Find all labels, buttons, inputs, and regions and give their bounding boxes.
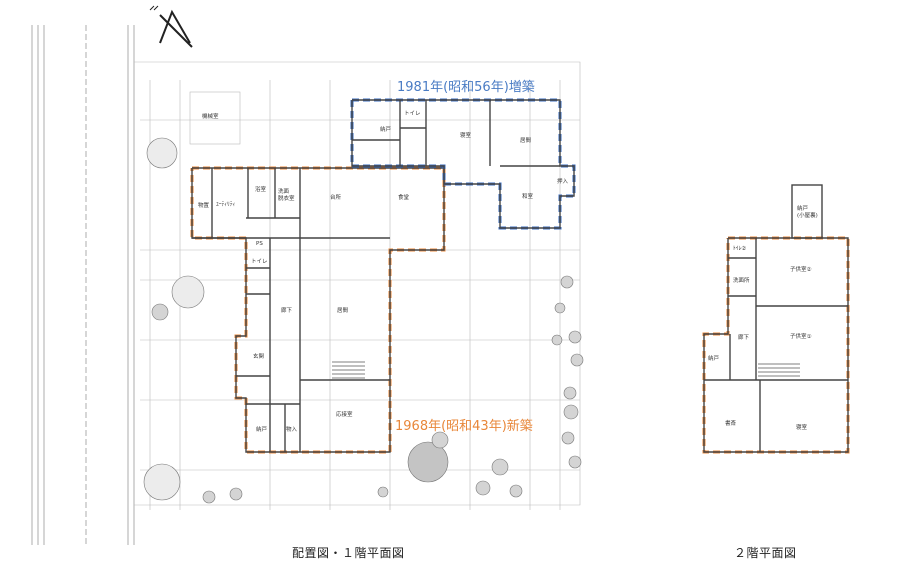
second-floor-room-labels: ﾄｲﾚ② 洗面所 子供室② 子供室① 廊下 納戸 納戸(小屋裏) 書斎 寝室 — [708, 204, 818, 431]
second-floor-walls — [703, 184, 849, 453]
room-label-monooki: 物置 — [198, 201, 210, 209]
north-arrow-icon — [149, 5, 193, 48]
room-label-dining: 食堂 — [398, 193, 410, 201]
original-building-walls — [191, 167, 445, 453]
room-label-machine: 機械室 — [202, 112, 219, 120]
room-label-storage-south: 納戸 — [256, 425, 268, 433]
room-label-2f-study: 書斎 — [725, 419, 737, 427]
room-label-oshiire: 押入 — [557, 177, 569, 185]
stairs — [332, 361, 365, 379]
room-label-bedroom: 寝室 — [460, 131, 472, 139]
room-label-2f-bedroom: 寝室 — [796, 423, 808, 431]
room-label-2f-washroom: 洗面所 — [733, 276, 750, 284]
room-label-entrance: 玄関 — [253, 352, 265, 360]
room-label-2f-attic-storage: 納戸(小屋裏) — [797, 204, 818, 219]
room-label-utility: ﾕｰﾃｨﾘﾃｨ — [216, 201, 236, 208]
room-label-washitsu: 和室 — [522, 192, 534, 200]
addition-building-walls — [351, 99, 575, 229]
room-label-living-north: 居間 — [520, 137, 532, 144]
addition-building-outline — [350, 98, 576, 230]
room-label-2f-toilet: ﾄｲﾚ② — [733, 245, 746, 252]
second-floor-outline — [702, 236, 850, 454]
tree-symbols — [143, 137, 584, 504]
room-label-ps: PS — [256, 241, 263, 247]
room-label-closet: 物入 — [286, 425, 298, 433]
room-label-2f-child2: 子供室② — [790, 265, 812, 273]
original-annotation: 1968年(昭和43年)新築 — [395, 418, 533, 434]
room-label-living-south: 居間 — [337, 307, 349, 314]
room-label-hallway: 廊下 — [281, 306, 293, 314]
room-label-toilet-north: トイレ — [404, 111, 421, 117]
room-label-2f-child1: 子供室① — [790, 332, 812, 340]
room-label-wash-dressing: 洗面脱衣室 — [278, 187, 295, 202]
room-label-reception: 応接室 — [336, 410, 353, 418]
road-lines — [31, 25, 135, 545]
room-label-2f-storage: 納戸 — [708, 354, 720, 362]
room-label-toilet-south: トイレ — [251, 259, 268, 265]
second-floor-stairs — [758, 363, 800, 377]
original-building-outline — [190, 166, 446, 454]
room-label-storage-north: 納戸 — [380, 125, 392, 133]
first-floor-room-labels: 機械室 納戸 トイレ 寝室 居間 押入 和室 物置 ﾕｰﾃｨﾘﾃｨ 浴室 洗面脱… — [198, 111, 569, 433]
room-label-bath: 浴室 — [255, 185, 267, 193]
caption-site-first-floor: 配置図・１階平面図 — [292, 546, 405, 560]
caption-second-floor: ２階平面図 — [734, 546, 797, 560]
room-label-kitchen: 台所 — [330, 193, 342, 201]
addition-annotation: 1981年(昭和56年)増築 — [397, 80, 535, 95]
room-label-2f-hallway: 廊下 — [738, 333, 750, 341]
